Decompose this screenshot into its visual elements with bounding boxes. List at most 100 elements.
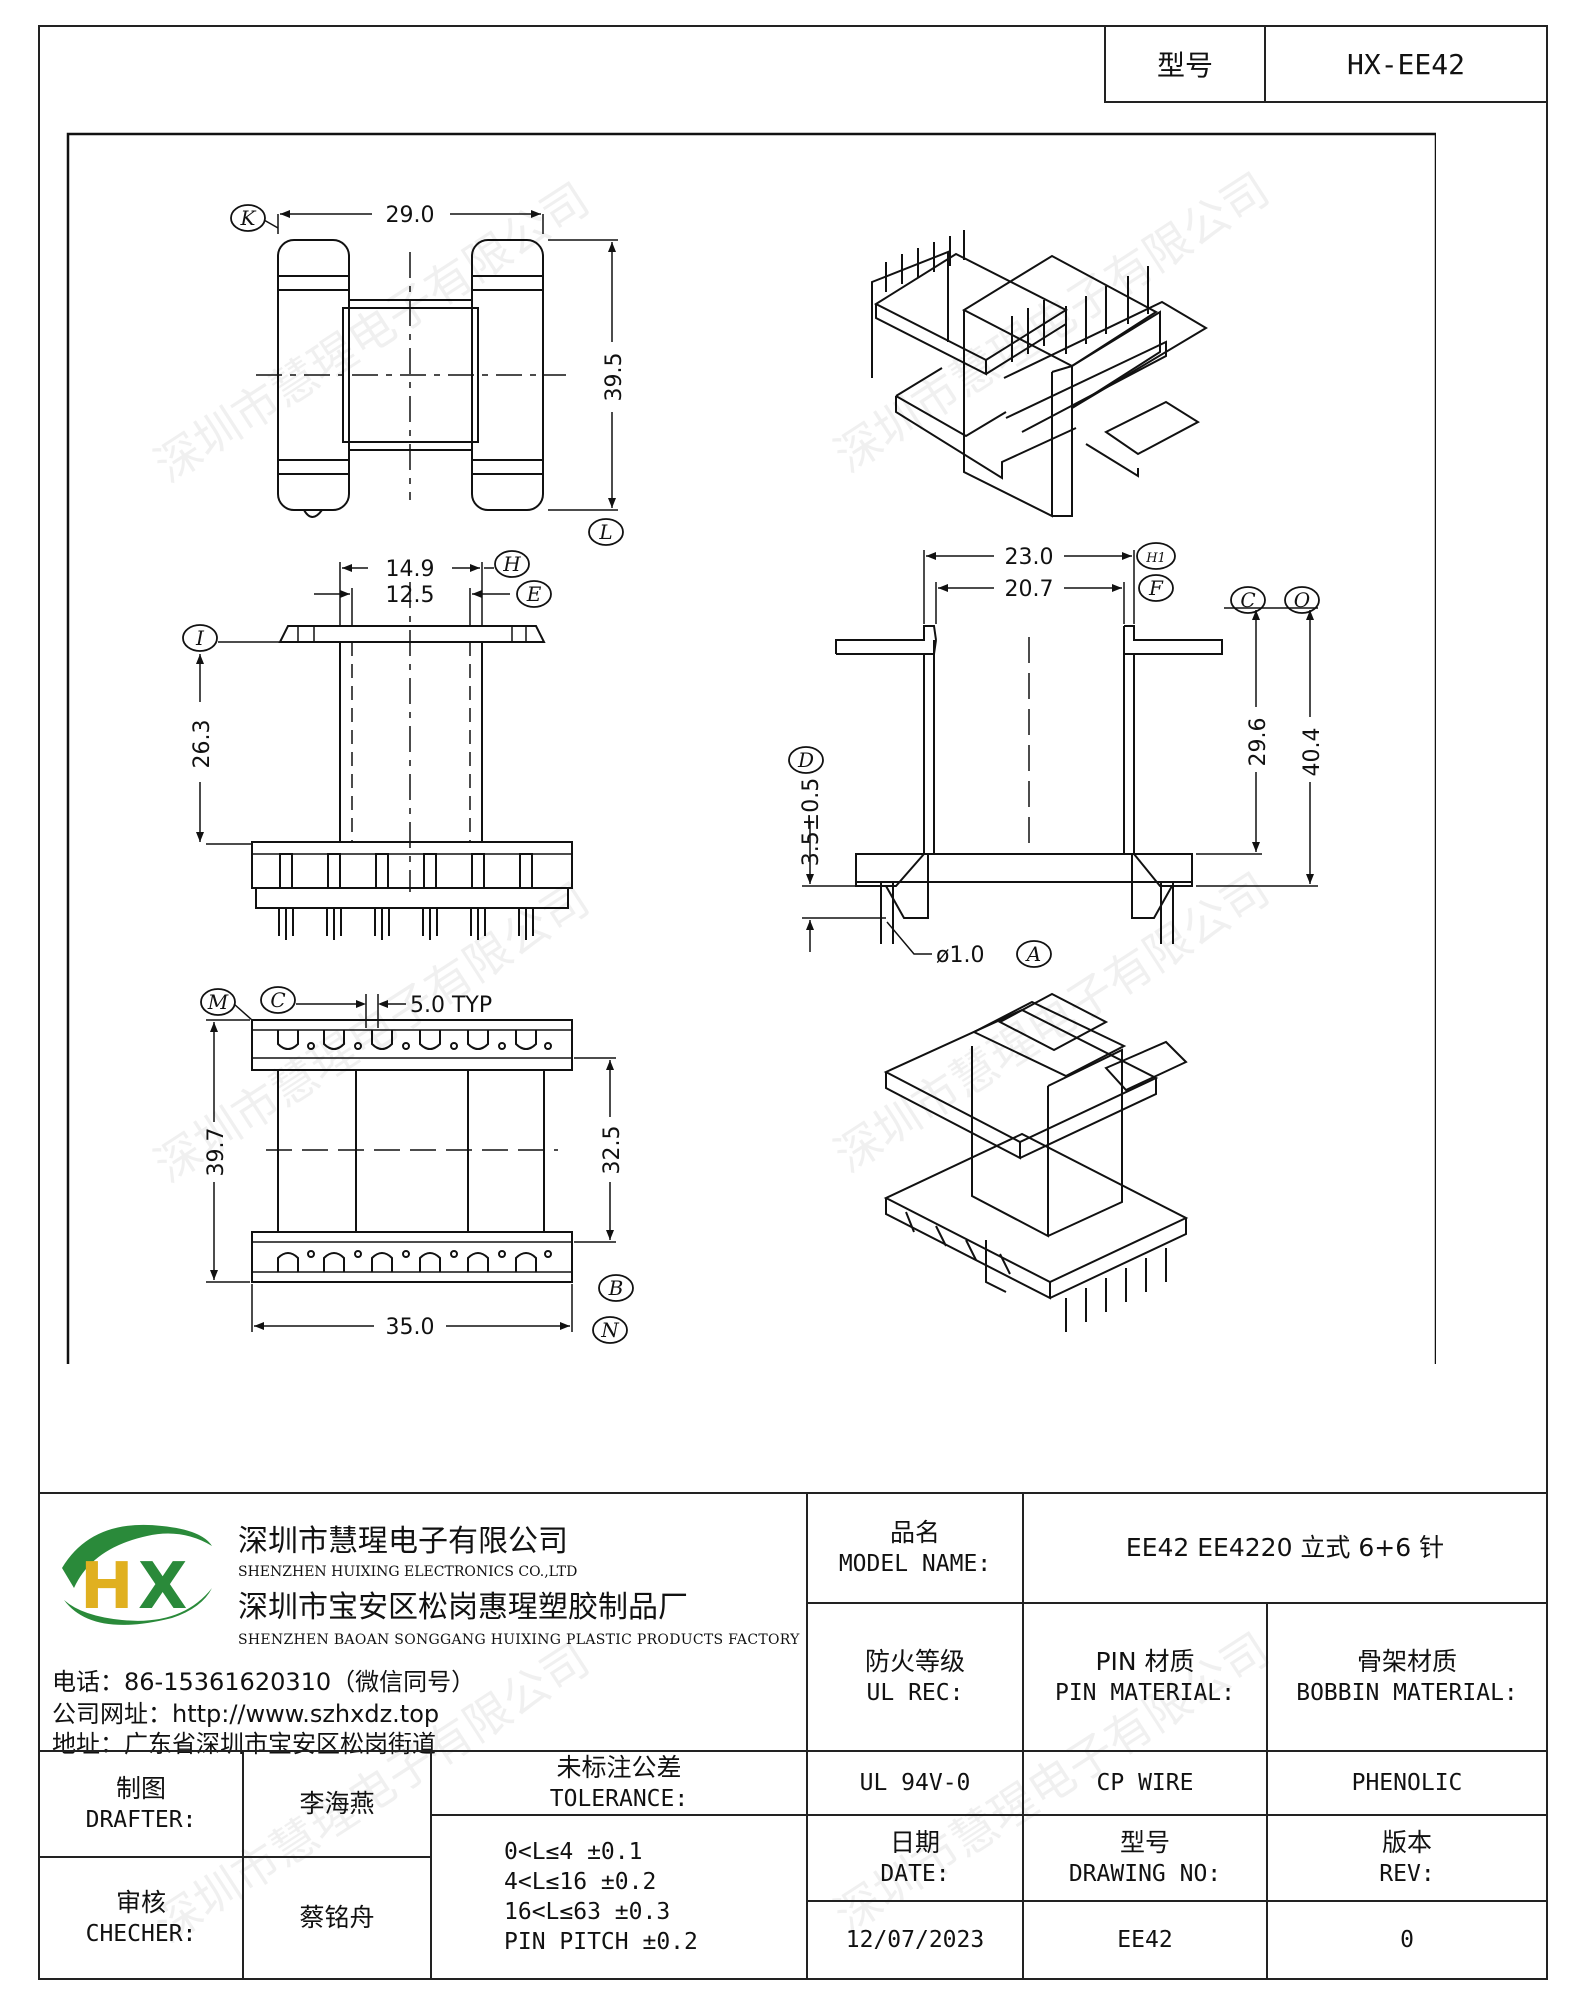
drawing-svg: 29.0 39.5 K L [66,132,1436,1364]
tolerance-label-cn: 未标注公差 [556,1753,682,1782]
rev-label-cn: 版本 [1381,1828,1432,1857]
company-address: 地址：广东省深圳市宝安区松岗街道 [52,1730,436,1758]
checker-name: 蔡铭舟 [242,1856,432,1980]
dim-32-5: 32.5 [600,1126,625,1175]
top-view: 29.0 39.5 K L [230,203,627,546]
company-name-cn: 深圳市慧瑆电子有限公司 [238,1524,568,1559]
date-label-en: DATE: [880,1861,950,1887]
callout-h1: H1 [1145,551,1166,566]
drafter-label-en: DRAFTER: [85,1807,197,1833]
svg-text:X: X [138,1550,187,1624]
callout-b: B [608,1276,624,1300]
dim-29-0: 29.0 [386,203,435,228]
callout-i: I [195,626,205,650]
bobbin-material-label-cn: 骨架材质 [1356,1647,1457,1676]
drawing-no-value: EE42 [1022,1900,1268,1980]
bobbin-material-value: PHENOLIC [1266,1750,1548,1816]
rev-label-en: REV: [1379,1861,1435,1887]
factory-name-en: SHENZHEN BAOAN SONGGANG HUIXING PLASTIC … [238,1632,800,1648]
callout-m: M [207,990,229,1014]
dim-35-0: 35.0 [386,1315,435,1340]
dim-39-5: 39.5 [602,353,627,402]
date-value: 12/07/2023 [806,1900,1024,1980]
inner-border [66,132,1436,1364]
dim-dia: ø1.0 [936,943,984,968]
date-label-cell: 日期 DATE: [806,1814,1024,1902]
dim-14-9: 14.9 [386,557,435,582]
model-header-box: 型号 HX-EE42 [1104,25,1548,103]
callout-a: A [1025,942,1041,966]
callout-c-side: C [1240,588,1255,612]
side-view: 23.0 20.7 H1 F C O 29.6 40.4 3.5±0.5 D ø… [788,542,1325,968]
ul-value: UL 94V-0 [806,1750,1024,1816]
dim-23-0: 23.0 [1005,545,1054,570]
isometric-view-top [871,230,1208,518]
callout-d: D [797,748,814,772]
company-website: 公司网址：http://www.szhxdz.top [52,1700,440,1728]
title-block: H X 深圳市慧瑆电子有限公司 SHENZHEN HUIXING ELECTRO… [38,1492,1548,1980]
drawing-no-label-en: DRAWING NO: [1068,1861,1222,1887]
tolerance-label-en: TOLERANCE: [549,1786,689,1812]
callout-o: O [1294,588,1310,612]
dim-39-7: 39.7 [204,1128,229,1177]
bobbin-material-label-cell: 骨架材质 BOBBIN MATERIAL: [1266,1602,1548,1752]
tolerance-line: PIN PITCH ±0.2 [504,1929,698,1955]
callout-n: N [600,1318,620,1342]
company-info: H X 深圳市慧瑆电子有限公司 SHENZHEN HUIXING ELECTRO… [38,1492,808,1758]
bottom-view: M C 5.0 TYP 39.7 32.5 B 35.0 N [200,986,634,1344]
model-name-label-en: MODEL NAME: [838,1551,992,1577]
pin-material-value: CP WIRE [1022,1750,1268,1816]
bottom-notches [277,1030,552,1272]
checker-label-cn: 审核 [115,1888,166,1917]
tolerance-label-cell: 未标注公差 TOLERANCE: [430,1750,808,1816]
tolerance-table: 0<L≤4 ±0.1 4<L≤16 ±0.2 16<L≤63 ±0.3 PIN … [430,1814,808,1980]
dim-29-6: 29.6 [1246,718,1271,767]
pin-material-label-cell: PIN 材质 PIN MATERIAL: [1022,1602,1268,1752]
tolerance-line: 0<L≤4 ±0.1 [504,1839,643,1865]
tolerance-line: 4<L≤16 ±0.2 [504,1869,657,1895]
checker-label-cell: 审核 CHECHER: [38,1856,244,1980]
rev-label-cell: 版本 REV: [1266,1814,1548,1902]
callout-f: F [1148,576,1164,600]
checker-label-en: CHECHER: [85,1921,197,1947]
technical-drawing: 29.0 39.5 K L [66,132,1436,1364]
ul-label-cn: 防火等级 [864,1647,965,1676]
drafter-name: 李海燕 [242,1750,432,1858]
drawing-no-label-cell: 型号 DRAWING NO: [1022,1814,1268,1902]
dim-20-7: 20.7 [1005,577,1054,602]
factory-name-cn: 深圳市宝安区松岗惠瑆塑胶制品厂 [238,1590,688,1625]
callout-h: H [502,552,521,576]
isometric-view-bottom [883,992,1189,1332]
callout-c-bottom: C [270,988,285,1012]
model-label: 型号 [1106,27,1266,101]
drafter-label-cn: 制图 [115,1774,166,1803]
pin-material-label-en: PIN MATERIAL: [1054,1680,1235,1706]
dim-3-5: 3.5±0.5 [799,778,824,866]
model-name-label-cell: 品名 MODEL NAME: [806,1492,1024,1604]
bobbin-material-label-en: BOBBIN MATERIAL: [1296,1680,1518,1706]
drawing-no-label-cn: 型号 [1119,1828,1170,1857]
svg-text:H: H [80,1550,134,1624]
pin-material-label-cn: PIN 材质 [1095,1647,1195,1676]
dim-40-4: 40.4 [1300,728,1325,777]
company-logo: H X [62,1524,212,1625]
company-phone: 电话：86-15361620310（微信同号） [52,1668,476,1696]
callout-k: K [240,206,257,230]
dim-26-3: 26.3 [190,720,215,769]
dim-pitch: 5.0 TYP [410,993,492,1018]
dim-12-5: 12.5 [386,583,435,608]
tolerance-line: 16<L≤63 ±0.3 [504,1899,671,1925]
drafter-label-cell: 制图 DRAFTER: [38,1750,244,1858]
model-value: HX-EE42 [1346,47,1465,81]
rev-value: 0 [1266,1900,1548,1980]
ul-label-cell: 防火等级 UL REC: [806,1602,1024,1752]
callout-l: L [598,520,612,544]
callout-e: E [526,582,542,606]
date-label-cn: 日期 [889,1828,940,1857]
model-name-value: EE42 EE4220 立式 6+6 针 [1022,1492,1548,1604]
front-view: 14.9 12.5 H E I 26.3 [182,550,573,940]
ul-label-en: UL REC: [866,1680,964,1706]
company-name-en: SHENZHEN HUIXING ELECTRONICS CO.,LTD [238,1564,578,1580]
front-pins [278,853,534,940]
model-name-label-cn: 品名 [889,1518,940,1547]
